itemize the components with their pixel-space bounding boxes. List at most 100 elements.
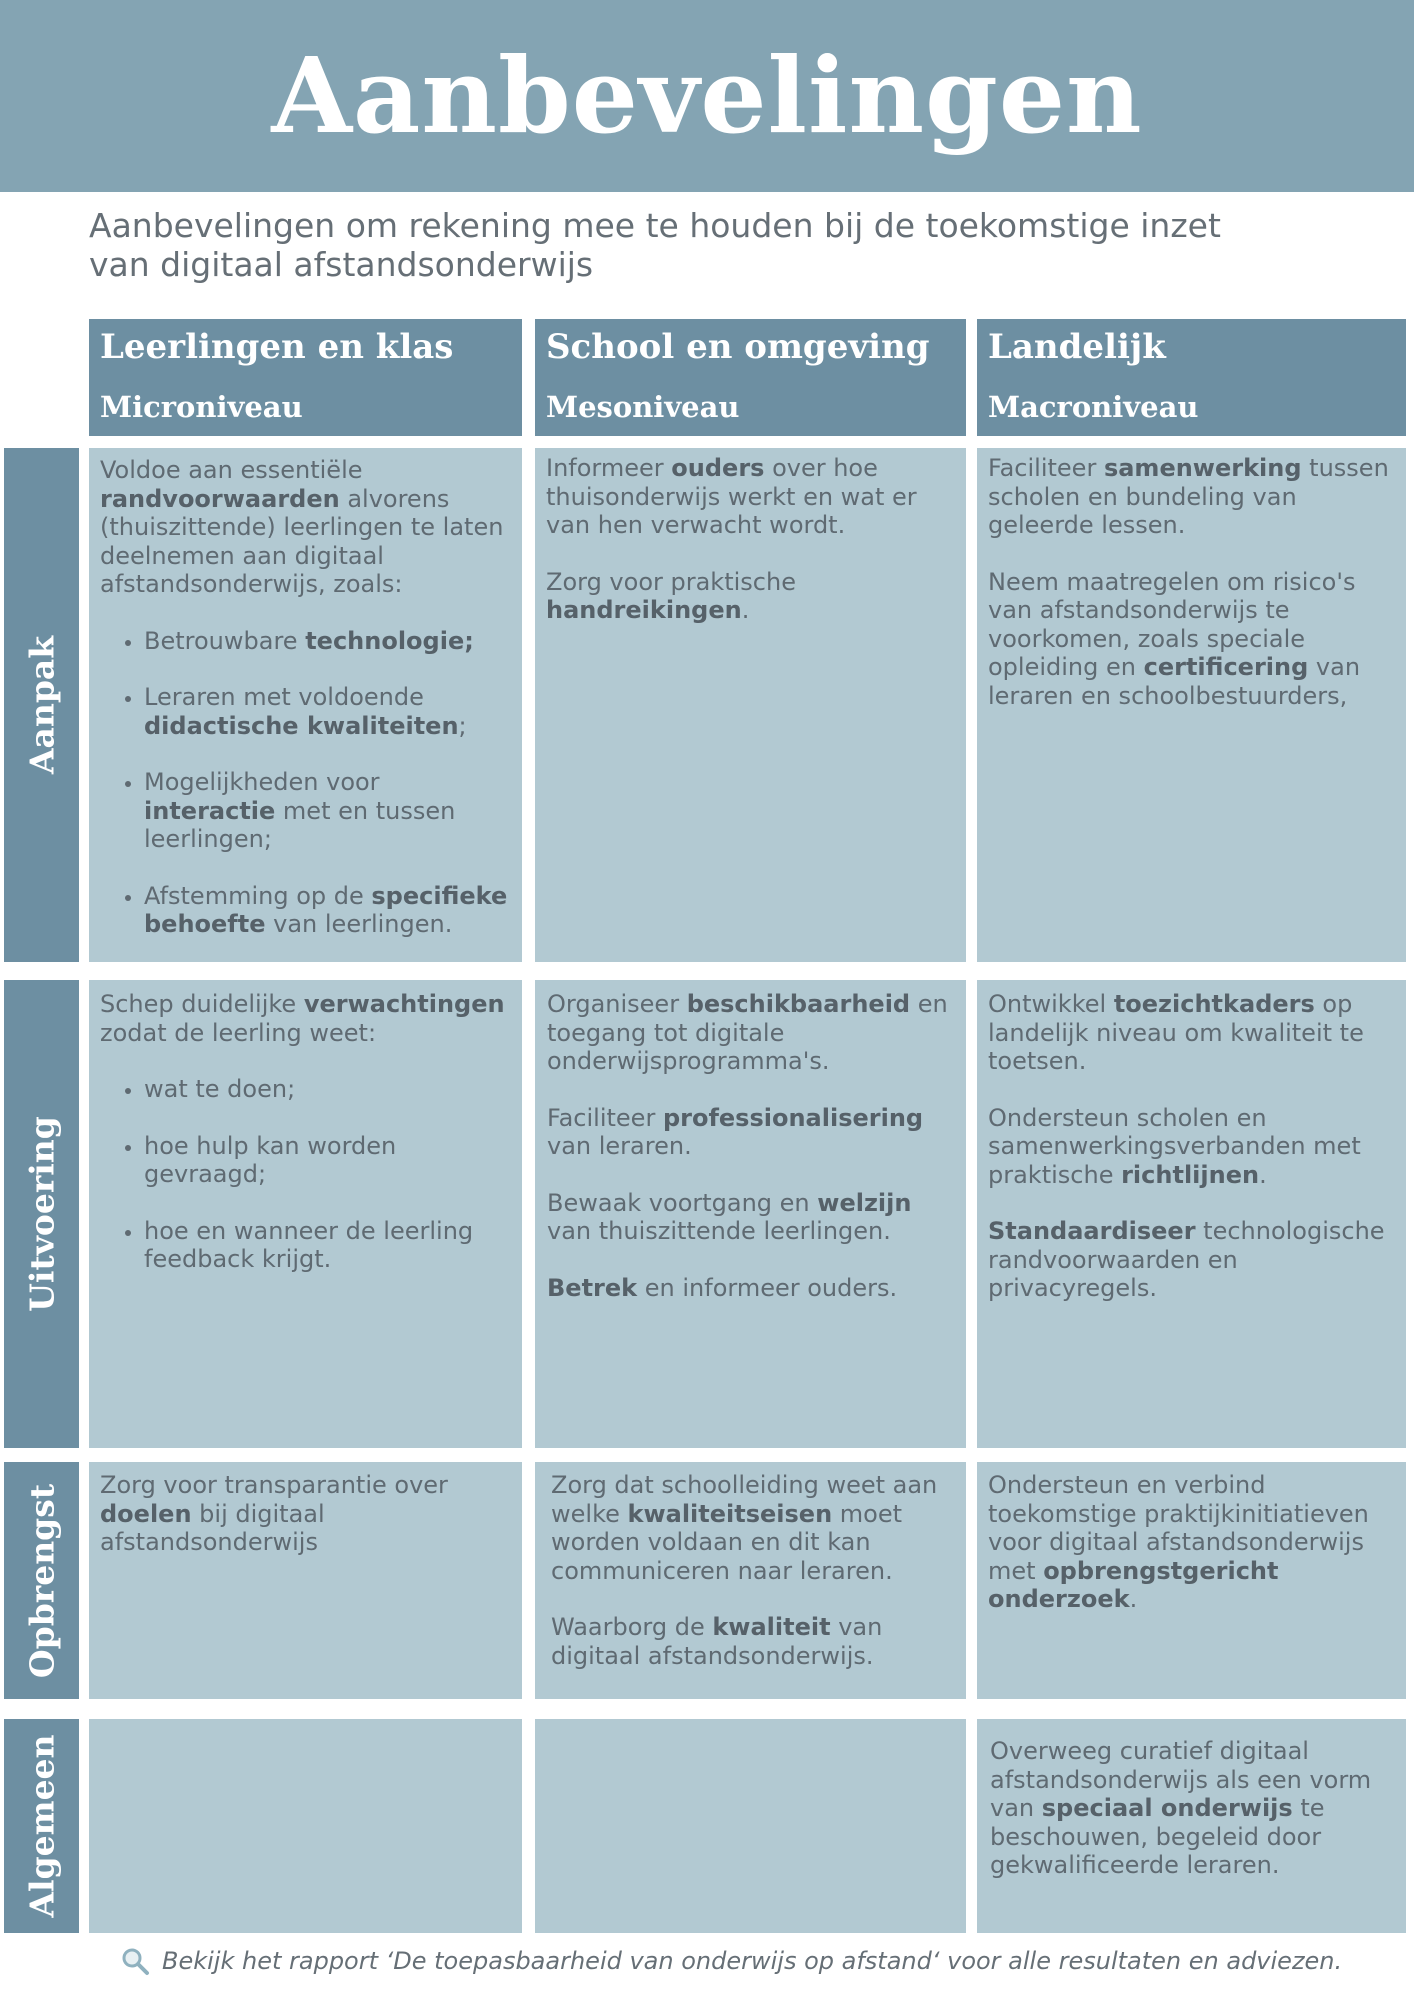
cell-paragraph: Waarborg de kwaliteit van digitaal afsta…	[551, 1613, 955, 1670]
cell-paragraph: Voldoe aan essentiële randvoorwaarden al…	[100, 456, 511, 599]
cell-paragraph: Zorg voor transparantie over doelen bij …	[100, 1471, 511, 1557]
body-text: van leraren en schoolbestuurders,	[988, 653, 1361, 710]
bullet-list: Betrouwbare technologie; Leraren met vold…	[100, 627, 511, 939]
body-text: .	[1259, 1160, 1267, 1189]
body-text: van leraren.	[547, 1132, 692, 1160]
emphasis-text: technologie;	[305, 626, 474, 655]
cell-paragraph: Ondersteun en verbind toekomstige prakti…	[988, 1471, 1395, 1614]
body-text: hoe hulp kan worden gevraagd;	[144, 1131, 397, 1189]
body-text: .	[1129, 1585, 1138, 1613]
emphasis-text: randvoorwaarden	[100, 484, 340, 513]
cell-uitvoering-macro: Ontwikkel toezichtkaders op landelijk ni…	[977, 980, 1406, 1448]
emphasis-text: ouders	[671, 454, 765, 482]
body-text: te beschouwen, begeleid door gekwalifice…	[990, 1794, 1325, 1879]
body-text: Mogelijkheden voor	[144, 768, 380, 796]
cell-paragraph: Organiseer beschikbaarheid en toegang to…	[547, 990, 955, 1076]
title-banner: Aanbevelingen	[0, 0, 1414, 192]
body-text: Waarborg de	[551, 1613, 713, 1641]
emphasis-text: verwachtingen	[303, 990, 505, 1018]
column-header-macro: Landelijk Macroniveau	[977, 319, 1406, 436]
body-text: Leraren met voldoende	[144, 683, 424, 711]
emphasis-text: handreikingen	[546, 596, 742, 624]
row-label: Opbrengst	[22, 1483, 61, 1678]
footer-text: Bekijk het rapport ‘De toepasbaarheid va…	[162, 1947, 1343, 1975]
cell-opbrengst-micro: Zorg voor transparantie over doelen bij …	[89, 1462, 522, 1699]
body-text: Ondersteun scholen en samenwerkingsverba…	[988, 1103, 1361, 1189]
row-header-opbrengst: Opbrengst	[4, 1462, 79, 1699]
body-text: Ontwikkel	[988, 990, 1114, 1018]
body-text: Faciliteer	[547, 1103, 663, 1132]
column-title: Landelijk	[988, 327, 1166, 367]
cell-paragraph: Ondersteun scholen en samenwerkingsverba…	[988, 1104, 1395, 1190]
body-text: en toegang tot digitale onderwijsprogram…	[547, 990, 948, 1075]
cell-paragraph: Schep duidelijke verwachtingen zodat de …	[100, 990, 511, 1047]
emphasis-text: certificering	[1143, 653, 1309, 681]
footer-note: Bekijk het rapport ‘De toepasbaarheid va…	[120, 1946, 1400, 1976]
list-item: hoe hulp kan worden gevraagd;	[144, 1132, 511, 1189]
body-text: over hoe thuisonderwijs werkt en wat er …	[546, 454, 917, 539]
search-icon	[122, 1948, 149, 1975]
cell-algemeen-macro: Overweeg curatief digitaal afstandsonder…	[977, 1719, 1406, 1933]
body-text: technologische randvoorwaarden en privac…	[988, 1217, 1385, 1302]
cell-paragraph: Faciliteer professionalisering van lerar…	[547, 1104, 955, 1161]
list-item: Mogelijkheden voor interactie met en tus…	[144, 768, 511, 854]
emphasis-text: beschikbaarheid	[686, 990, 911, 1018]
list-item: Betrouwbare technologie;	[144, 627, 511, 656]
cell-opbrengst-macro: Ondersteun en verbind toekomstige prakti…	[977, 1462, 1406, 1699]
emphasis-text: interactie	[144, 796, 276, 825]
body-text: Afstemming op de	[144, 881, 372, 910]
body-text: ;	[458, 711, 467, 740]
column-title: Leerlingen en klas	[100, 327, 454, 367]
emphasis-text: Betrek	[547, 1273, 638, 1302]
row-label: Aanpak	[22, 635, 61, 775]
page-subtitle: Aanbevelingen om rekening mee te houden …	[89, 206, 1221, 284]
emphasis-text: Standaardiseer	[988, 1217, 1196, 1245]
body-text: van digitaal afstandsonderwijs.	[551, 1613, 883, 1670]
column-level: Macroniveau	[988, 390, 1199, 424]
list-item: hoe en wanneer de leerling feedback krij…	[144, 1217, 511, 1274]
cell-opbrengst-meso: Zorg dat schoolleiding weet aan welke kw…	[535, 1462, 966, 1699]
body-text: Ondersteun en verbind toekomstige prakti…	[988, 1471, 1369, 1585]
body-text: Zorg dat schoolleiding weet aan welke	[551, 1471, 938, 1528]
cell-paragraph: Informeer ouders over hoe thuisonderwijs…	[546, 454, 955, 540]
cell-uitvoering-micro: Schep duidelijke verwachtingen zodat de …	[89, 980, 522, 1448]
body-text: Voldoe aan essentiële	[100, 456, 363, 484]
body-text: bij digitaal afstandsonderwijs	[100, 1499, 325, 1557]
cell-paragraph: Betrek en informeer ouders.	[547, 1274, 955, 1303]
emphasis-text: specifieke behoefte	[144, 881, 508, 939]
body-text: Bewaak voortgang en	[547, 1188, 818, 1217]
row-header-aanpak: Aanpak	[4, 448, 79, 962]
body-text: van leerlingen.	[265, 910, 453, 938]
cell-algemeen-meso	[535, 1719, 966, 1933]
cell-paragraph: Neem maatregelen om risico's van afstand…	[988, 568, 1395, 711]
emphasis-text: speciaal onderwijs	[1041, 1794, 1293, 1822]
cell-paragraph: Zorg dat schoolleiding weet aan welke kw…	[551, 1471, 955, 1585]
body-text: en informeer ouders.	[637, 1273, 898, 1302]
emphasis-text: professionalisering	[662, 1103, 924, 1132]
cell-aanpak-macro: Faciliteer samenwerking tussen scholen e…	[977, 448, 1406, 962]
body-text: Informeer	[546, 454, 672, 482]
cell-uitvoering-meso: Organiseer beschikbaarheid en toegang to…	[535, 980, 966, 1448]
body-text: zodat de leerling weet:	[100, 1018, 377, 1047]
body-text: Betrouwbare	[144, 626, 306, 655]
row-header-uitvoering: Uitvoering	[4, 980, 79, 1448]
cell-paragraph: Zorg voor praktische handreikingen.	[546, 568, 955, 625]
column-header-meso: School en omgeving Mesoniveau	[535, 319, 966, 436]
body-text: Faciliteer	[988, 454, 1104, 482]
body-text: Schep duidelijke	[100, 990, 304, 1018]
cell-algemeen-micro	[89, 1719, 522, 1933]
body-text: Organiseer	[547, 990, 687, 1018]
body-text: Neem maatregelen om risico's van afstand…	[988, 567, 1356, 682]
body-text: Zorg voor transparantie over	[100, 1471, 448, 1499]
page-title: Aanbevelingen	[271, 34, 1143, 157]
row-header-algemeen: Algemeen	[4, 1719, 79, 1933]
row-label: Uitvoering	[22, 1116, 61, 1312]
emphasis-text: doelen	[100, 1499, 192, 1528]
row-label: Algemeen	[22, 1734, 61, 1918]
list-item: Afstemming op de specifieke behoefte van…	[144, 882, 511, 939]
column-title: School en omgeving	[546, 327, 930, 367]
column-header-micro: Leerlingen en klas Microniveau	[89, 319, 522, 436]
emphasis-text: didactische kwaliteiten	[144, 711, 459, 740]
column-level: Mesoniveau	[546, 390, 740, 424]
body-text: tussen scholen en bundeling van geleerde…	[988, 454, 1389, 539]
